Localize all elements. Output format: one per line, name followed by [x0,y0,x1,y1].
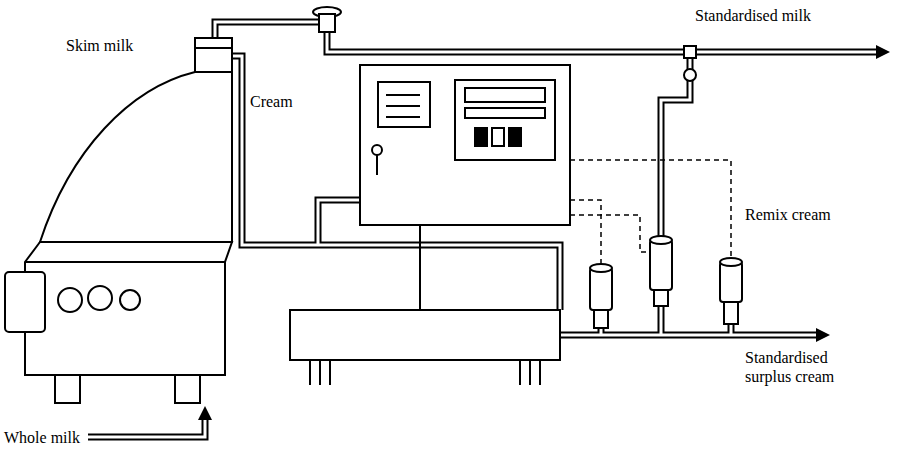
flow-label: Whole milk [4,428,80,447]
flow-label: Remix cream [745,205,831,224]
flow-label: Standardised milk [695,6,811,25]
flow-label: Cream [250,92,293,111]
flow-label: Skim milk [66,36,133,55]
flow-label: Standardised surplus cream [745,348,865,386]
